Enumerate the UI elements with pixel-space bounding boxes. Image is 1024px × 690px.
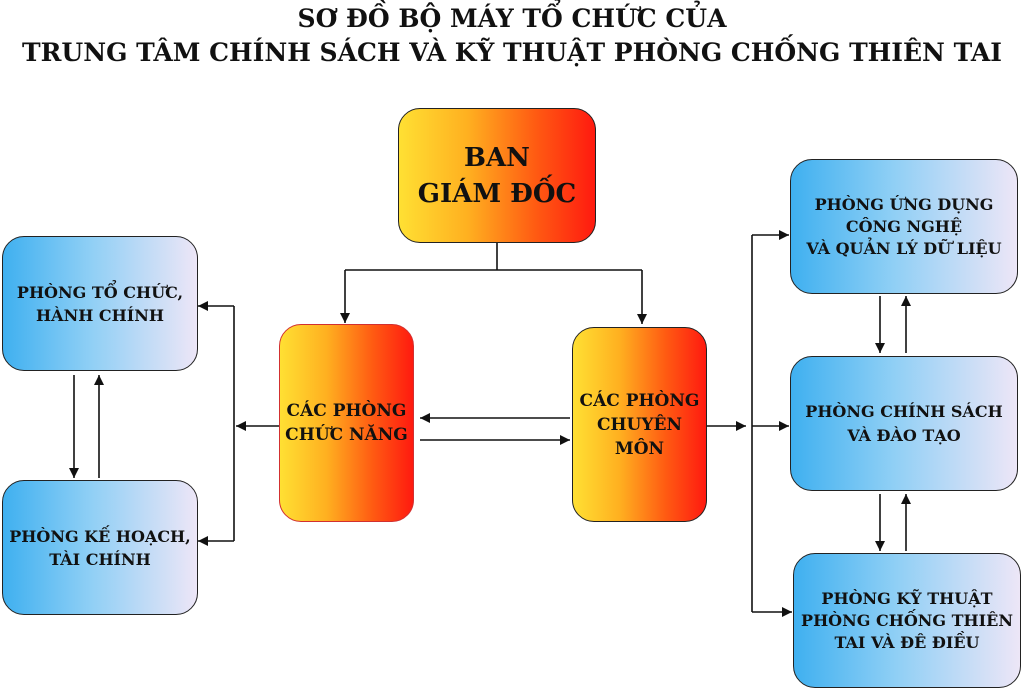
node-phong-ung-dung-cong-nghe: PHÒNG ỨNG DỤNG CÔNG NGHỆ VÀ QUẢN LÝ DỮ L…: [790, 159, 1018, 294]
node-label-line: PHÒNG ỨNG DỤNG: [814, 194, 994, 214]
diagram-title-line-2: TRUNG TÂM CHÍNH SÁCH VÀ KỸ THUẬT PHÒNG C…: [22, 38, 1002, 67]
node-label-line: HÀNH CHÍNH: [36, 305, 164, 325]
node-label-line: CÁC PHÒNG: [579, 390, 700, 411]
node-label-line: MÔN: [614, 438, 665, 459]
node-ban-giam-doc: BAN GIÁM ĐỐC: [398, 108, 596, 243]
node-label-line: CHUYÊN: [596, 414, 683, 435]
node-phong-ky-thuat: PHÒNG KỸ THUẬT PHÒNG CHỐNG THIÊN TAI VÀ …: [793, 553, 1021, 688]
node-label-line: PHÒNG KẾ HOẠCH,: [9, 526, 191, 546]
node-phong-to-chuc-hanh-chinh: PHÒNG TỔ CHỨC, HÀNH CHÍNH: [2, 236, 198, 371]
node-label-line: CÁC PHÒNG: [286, 401, 407, 421]
node-cac-phong-chuyen-mon: CÁC PHÒNG CHUYÊN MÔN: [572, 327, 707, 522]
node-label-line: VÀ QUẢN LÝ DỮ LIỆU: [806, 238, 1002, 258]
node-label-line: BAN: [464, 142, 530, 173]
node-label-line: TÀI CHÍNH: [49, 549, 151, 569]
node-label-line: PHÒNG TỔ CHỨC,: [16, 282, 184, 302]
node-label-line: PHÒNG KỸ THUẬT: [821, 588, 993, 608]
node-label-line: GIÁM ĐỐC: [417, 178, 577, 209]
node-cac-phong-chuc-nang: CÁC PHÒNG CHỨC NĂNG: [279, 324, 414, 522]
node-label-line: PHÒNG CHÍNH SÁCH: [805, 401, 1003, 421]
node-phong-chinh-sach-dao-tao: PHÒNG CHÍNH SÁCH VÀ ĐÀO TẠO: [790, 356, 1018, 491]
node-label-line: CÔNG NGHỆ: [845, 216, 963, 236]
diagram-title-line-1: SƠ ĐỒ BỘ MÁY TỔ CHỨC CỦA: [297, 4, 727, 33]
node-label-line: CHỨC NĂNG: [285, 425, 408, 445]
node-label-line: TAI VÀ ĐÊ ĐIỀU: [834, 632, 980, 652]
node-label-line: VÀ ĐÀO TẠO: [847, 425, 961, 445]
node-phong-ke-hoach-tai-chinh: PHÒNG KẾ HOẠCH, TÀI CHÍNH: [2, 480, 198, 615]
node-label-line: PHÒNG CHỐNG THIÊN: [801, 610, 1013, 630]
